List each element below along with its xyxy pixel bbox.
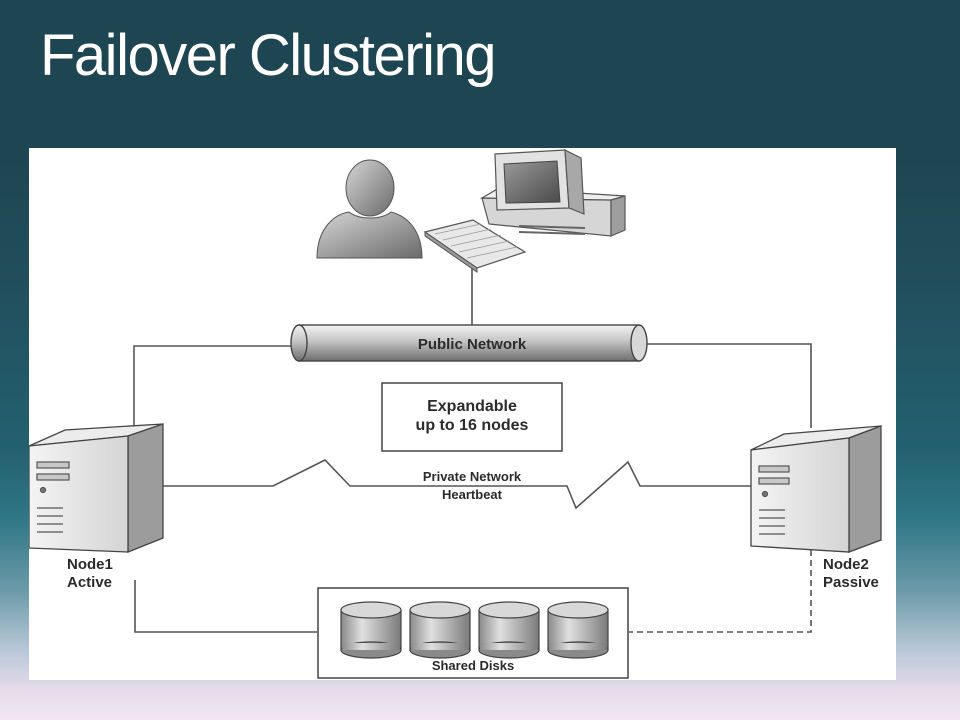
expandable-note-line2: up to 16 nodes: [416, 417, 529, 434]
node1-name: Node1: [67, 556, 113, 573]
node1-disk-link: [134, 580, 317, 633]
disk-icon: [340, 601, 402, 659]
public-link-node1: [133, 345, 297, 426]
connection-lines: [133, 266, 812, 633]
node2-server-icon: [750, 425, 882, 553]
public-network-pipe: Public Network: [290, 324, 648, 362]
disk-icon: [547, 601, 609, 659]
disk-icon: [409, 601, 471, 659]
node1-server-icon: [29, 423, 164, 553]
user-icon: [316, 159, 423, 259]
node2-name: Node2: [823, 556, 869, 573]
shared-disks-label: Shared Disks: [432, 658, 514, 673]
computer-icon: [479, 148, 626, 237]
diagram-panel: Public Network Expandable up to 16 nodes…: [29, 148, 896, 680]
public-link-node2: [641, 343, 812, 428]
keyboard-icon: [423, 219, 527, 273]
slide-title: Failover Clustering: [40, 23, 497, 88]
expandable-note-line1: Expandable: [427, 398, 517, 415]
public-network-label: Public Network: [418, 336, 527, 353]
heartbeat-label: Heartbeat: [442, 487, 503, 502]
node2-state: Passive: [823, 574, 879, 591]
disk-icon: [478, 601, 540, 659]
node2-disk-link: [629, 550, 812, 633]
node1-state: Active: [67, 574, 112, 591]
expandable-note: Expandable up to 16 nodes: [381, 382, 563, 452]
shared-disks-box: Shared Disks: [317, 587, 629, 679]
heartbeat-link: [163, 459, 751, 510]
private-network-label: Private Network: [423, 469, 522, 484]
